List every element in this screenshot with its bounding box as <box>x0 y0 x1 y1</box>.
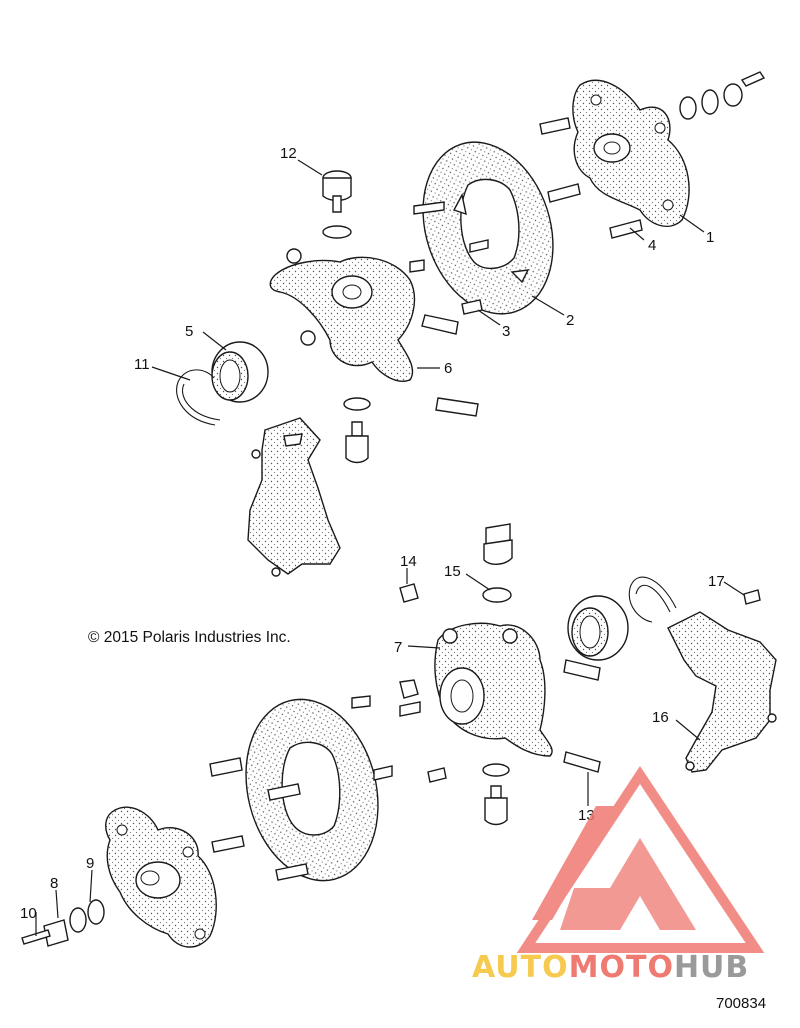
knuckle-bolts-upper <box>421 314 479 417</box>
bearing-lower <box>567 595 629 661</box>
nut-14 <box>399 583 419 603</box>
brake-disc-upper <box>422 141 554 315</box>
steering-knuckle-lower <box>434 622 553 757</box>
watermark-text-moto: MOTO <box>569 950 674 985</box>
callout-16: 16 <box>652 709 669 726</box>
leader-lines <box>35 159 745 936</box>
callout-7: 7 <box>394 639 402 656</box>
steering-knuckle-upper <box>269 248 416 382</box>
copyright-notice: © 2015 Polaris Industries Inc. <box>88 629 291 646</box>
ball-joint-lower-upper <box>343 397 371 464</box>
callout-10: 10 <box>20 905 37 922</box>
callout-numbers: 1 2 3 4 5 6 7 8 9 10 11 12 13 14 15 16 1… <box>20 145 725 922</box>
hub-nut-stack-lower <box>21 899 105 947</box>
caliper-bracket-upper <box>247 417 341 577</box>
watermark-text-hub: HUB <box>674 950 749 985</box>
callout-3: 3 <box>502 323 510 340</box>
snap-ring-upper <box>176 369 221 426</box>
snap-ring-lower <box>628 576 677 623</box>
watermark-logo <box>516 765 765 953</box>
hub-lower <box>105 806 217 948</box>
bearing-upper <box>211 341 269 403</box>
callout-4: 4 <box>648 237 656 254</box>
callout-2: 2 <box>566 312 574 329</box>
callout-15: 15 <box>444 563 461 580</box>
knuckle-small-parts-lower <box>351 659 601 783</box>
hub-upper <box>572 79 690 228</box>
callout-11: 11 <box>134 356 150 373</box>
brake-disc-lower <box>245 698 379 882</box>
ball-joint-12 <box>322 170 352 239</box>
callout-1: 1 <box>706 229 714 246</box>
callout-17: 17 <box>708 573 725 590</box>
caliper-bracket-lower <box>667 611 777 773</box>
ball-joint-lower-lower <box>482 763 510 826</box>
disc-bolts-upper <box>409 201 489 315</box>
callout-8: 8 <box>50 875 58 892</box>
figure-number: 700834 <box>716 995 766 1012</box>
watermark-text-auto: AUTO <box>472 950 569 985</box>
watermark-text: AUTOMOTOHUB <box>472 950 749 985</box>
wheel-studs-upper <box>539 117 643 239</box>
callout-14: 14 <box>400 553 417 570</box>
ball-joint-15-assy <box>482 523 513 603</box>
hub-nut-stack-upper <box>679 71 766 120</box>
bolt-13 <box>563 751 601 773</box>
disc-bolts-lower <box>209 757 393 881</box>
callout-5: 5 <box>185 323 193 340</box>
callout-6: 6 <box>444 360 452 377</box>
callout-12: 12 <box>280 145 297 162</box>
callout-9: 9 <box>86 855 94 872</box>
screw-17 <box>743 589 761 605</box>
